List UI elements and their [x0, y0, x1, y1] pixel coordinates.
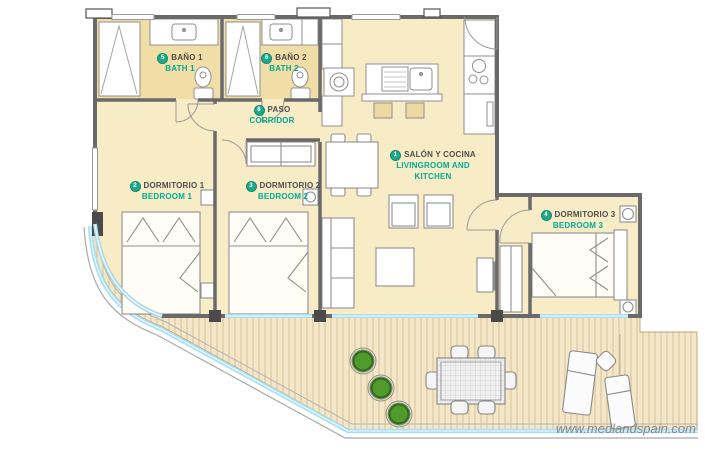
sun-lounger-icon [604, 374, 636, 430]
room-label-livingroom: 1 SALÓN Y COCINA LIVINGROOM AND KITCHEN [385, 150, 481, 182]
room-name-en: BATH 1 [165, 64, 195, 73]
bedroom-1-furniture [121, 189, 215, 315]
room-name-es: SALÓN Y COCINA [404, 150, 476, 160]
armchair-icon [388, 194, 419, 229]
room-label-primary: 4 DORMITORIO 3 [528, 210, 628, 221]
nightstand-icon [200, 282, 215, 299]
watermark: www.medlandspain.com [555, 421, 696, 436]
dining-table-icon [325, 141, 379, 189]
windows [92, 14, 628, 318]
room-number-badge: 3 [245, 181, 257, 192]
room-label-primary: 8 PASO [222, 105, 322, 116]
toilet-icon [194, 66, 212, 88]
plant-icon [349, 347, 377, 375]
door-arc-bedroom2 [221, 139, 247, 165]
room-name-es: DORMITORIO 3 [554, 210, 616, 220]
sink-icon [409, 67, 433, 91]
room-label-bath2: 6 BAÑO 2 BATH 2 [234, 53, 334, 75]
double-bed-icon [228, 211, 309, 315]
double-bed-icon [121, 211, 201, 315]
bathroom-2-fixtures [225, 18, 319, 100]
armchair-icon [423, 194, 454, 229]
room-label-primary: 1 SALÓN Y COCINA [385, 150, 481, 161]
plant-icon [385, 400, 413, 428]
room-label-primary: 3 DORMITORIO 2 [233, 181, 333, 192]
outdoor-dining-set [425, 345, 517, 415]
room-number-badge: 6 [261, 53, 273, 64]
room-name-en: BEDROOM 1 [141, 192, 193, 201]
toilet-icon [291, 66, 309, 88]
side-table-icon [595, 350, 617, 372]
stool-icon [405, 102, 425, 119]
room-label-corridor: 8 PASO CORRIDOR [222, 105, 322, 127]
room-number-badge: 1 [390, 150, 402, 161]
room-number-badge: 4 [540, 210, 552, 221]
door-arc-bedroom3 [499, 209, 531, 244]
shower-icon [98, 21, 141, 97]
kitchen-fixtures [321, 18, 496, 135]
door-arc-entrance [464, 16, 498, 50]
door-arc-bedroom1 [187, 103, 216, 132]
room-label-primary: 5 BAÑO 1 [130, 53, 230, 64]
wall-piers [85, 7, 503, 322]
tv-unit-icon [476, 257, 494, 293]
outdoor-table-icon [436, 357, 506, 405]
bedroom-3-furniture [499, 205, 637, 316]
room-label-primary: 2 DORMITORIO 1 [117, 181, 217, 192]
coffee-table-icon [375, 247, 415, 287]
room-name-es: BAÑO 1 [171, 53, 203, 63]
room-name-es: BAÑO 2 [275, 53, 307, 63]
bedroom-2-furniture [228, 141, 319, 315]
sun-lounger-icon [562, 350, 598, 416]
door-arc-hall [466, 199, 498, 231]
outdoor-chair-icon [450, 400, 469, 415]
room-name-en: CORRIDOR [249, 116, 295, 125]
room-name-en: BEDROOM 3 [552, 221, 604, 230]
chair-icon [330, 187, 346, 197]
room-name-en: BEDROOM 2 [257, 192, 309, 201]
room-name-en: BATH 2 [269, 64, 299, 73]
stool-icon [373, 102, 393, 119]
chair-icon [330, 133, 346, 143]
door-swings [175, 16, 531, 244]
room-name-en: LIVINGROOM AND KITCHEN [396, 161, 470, 181]
plant-icon [367, 374, 395, 402]
chair-icon [356, 133, 372, 143]
room-name-es: DORMITORIO 1 [143, 181, 205, 191]
livingroom-furniture [321, 133, 498, 309]
terrace-plants [349, 347, 413, 428]
room-label-primary: 6 BAÑO 2 [234, 53, 334, 64]
room-label-bath1: 5 BAÑO 1 BATH 1 [130, 53, 230, 75]
glazed-doors [93, 223, 628, 318]
room-name-es: DORMITORIO 2 [259, 181, 321, 191]
outdoor-chair-icon [450, 345, 469, 360]
door-arc-bath1 [175, 99, 199, 123]
room-label-bedroom3: 4 DORMITORIO 3 BEDROOM 3 [528, 210, 628, 232]
sun-loungers [562, 350, 636, 430]
outdoor-chair-icon [477, 345, 496, 360]
hob-icon [463, 55, 496, 95]
chair-icon [356, 187, 372, 197]
sofa-icon [321, 217, 355, 309]
room-label-bedroom2: 3 DORMITORIO 2 BEDROOM 2 [233, 181, 333, 203]
room-number-badge: 2 [129, 181, 141, 192]
room-number-badge: 5 [157, 53, 169, 64]
room-name-es: PASO [267, 105, 291, 115]
shower-icon [225, 21, 261, 97]
bathroom-1-fixtures [98, 18, 219, 100]
room-number-badge: 8 [253, 105, 265, 116]
room-label-bedroom1: 2 DORMITORIO 1 BEDROOM 1 [117, 181, 217, 203]
outdoor-chair-icon [477, 400, 496, 415]
